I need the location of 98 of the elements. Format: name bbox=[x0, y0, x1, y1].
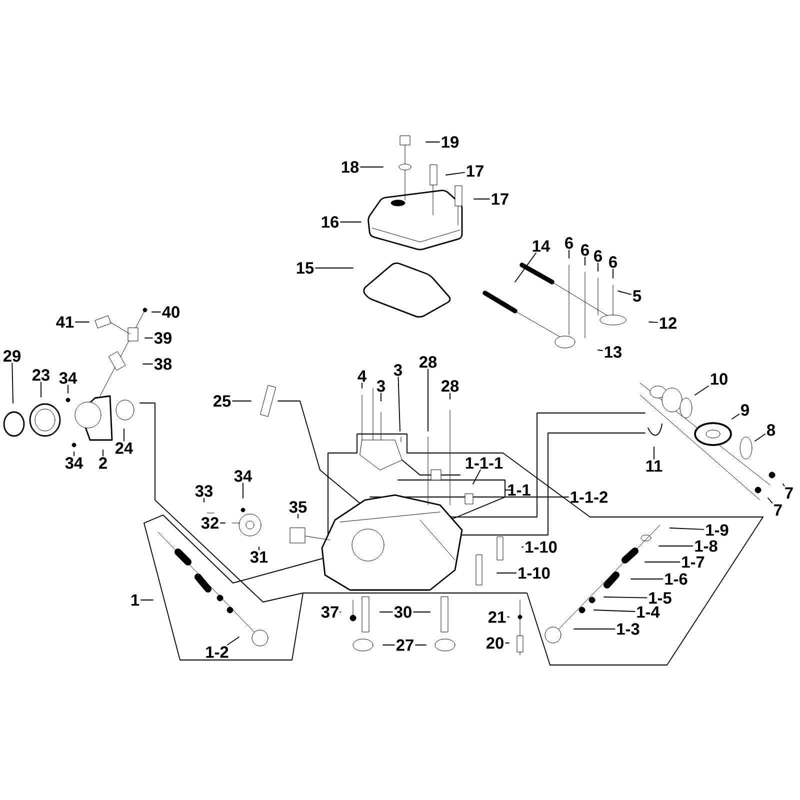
callout-number: 31 bbox=[250, 551, 268, 563]
callout-number: 35 bbox=[289, 501, 307, 513]
leader-line bbox=[648, 322, 658, 323]
leader-line bbox=[415, 644, 426, 646]
leader-line bbox=[612, 268, 614, 278]
callout-number: 3 bbox=[376, 380, 385, 392]
leader-line bbox=[768, 498, 773, 504]
callout-number: 1-7 bbox=[682, 556, 704, 568]
leader-line bbox=[618, 290, 632, 295]
callout-number: 34 bbox=[59, 372, 78, 384]
callout-number: 13 bbox=[604, 346, 622, 358]
leader-line bbox=[398, 376, 400, 432]
leader-line bbox=[102, 450, 104, 456]
callout-number: 25 bbox=[213, 395, 231, 407]
leader-line bbox=[694, 386, 709, 396]
leader-line bbox=[242, 482, 244, 498]
callout-number: 41 bbox=[56, 316, 74, 328]
callout-number: 30 bbox=[394, 606, 412, 618]
callout-number: 23 bbox=[32, 369, 50, 381]
leader-line bbox=[514, 252, 536, 282]
callout-number: 1-10 bbox=[518, 567, 550, 579]
leader-line bbox=[382, 644, 395, 646]
callout-number: 1-2 bbox=[206, 646, 228, 658]
callout-number: 17 bbox=[492, 193, 508, 205]
callout-number: 1-5 bbox=[649, 592, 672, 604]
callout-number: 15 bbox=[296, 262, 314, 274]
callout-number: 6 bbox=[594, 250, 602, 262]
leader-line bbox=[594, 610, 636, 612]
leader-line bbox=[496, 572, 517, 574]
callout-number: 12 bbox=[660, 317, 676, 329]
leader-line bbox=[670, 528, 704, 530]
callout-number: 39 bbox=[154, 332, 172, 344]
callout-number: 6 bbox=[609, 256, 617, 268]
callout-number: 1-1-1 bbox=[466, 457, 503, 469]
leader-line bbox=[754, 434, 766, 442]
callout-number: 1-3 bbox=[617, 623, 640, 635]
leader-line bbox=[782, 484, 785, 486]
callout-number: 16 bbox=[322, 216, 339, 228]
leader-line bbox=[12, 362, 14, 404]
callout-number: 1 bbox=[131, 594, 140, 606]
callout-number: 7 bbox=[774, 504, 782, 516]
leader-line bbox=[584, 256, 586, 266]
callout-number: 20 bbox=[486, 637, 504, 649]
callout-number: 28 bbox=[441, 380, 459, 392]
leader-line bbox=[476, 496, 569, 498]
callout-number: 28 bbox=[419, 356, 437, 368]
leader-line bbox=[258, 546, 260, 550]
callout-number: 33 bbox=[195, 485, 213, 497]
leader-line bbox=[232, 400, 252, 402]
callout-number: 1-8 bbox=[695, 540, 718, 552]
leader-line bbox=[507, 616, 510, 618]
leader-line bbox=[505, 642, 510, 644]
callout-number: 8 bbox=[766, 424, 776, 436]
leader-line bbox=[574, 628, 616, 630]
leader-line bbox=[380, 392, 382, 402]
callout-number: 4 bbox=[358, 370, 366, 382]
leader-line bbox=[568, 250, 570, 258]
callout-number: 27 bbox=[396, 639, 414, 651]
leader-line bbox=[598, 350, 603, 352]
leader-line bbox=[40, 382, 42, 398]
leader-line bbox=[604, 596, 648, 598]
callout-number: 24 bbox=[115, 442, 134, 454]
callout-number: 40 bbox=[162, 306, 180, 318]
callout-number: 29 bbox=[3, 350, 21, 362]
callout-number: 1-9 bbox=[706, 524, 728, 536]
callout-number: 38 bbox=[154, 358, 172, 370]
callout-number: 32 bbox=[201, 517, 218, 529]
callout-number: 1-1-2 bbox=[570, 491, 608, 503]
callout-number: 2 bbox=[99, 457, 107, 469]
leader-line bbox=[630, 578, 664, 580]
leader-line bbox=[732, 414, 740, 420]
callout-number: 1-6 bbox=[665, 573, 688, 585]
leader-line bbox=[220, 522, 226, 524]
callout-number: 18 bbox=[342, 161, 359, 173]
callout-number: 34 bbox=[234, 470, 252, 482]
callout-number: 9 bbox=[741, 404, 749, 416]
leader-line bbox=[522, 546, 524, 548]
callout-number: 6 bbox=[565, 237, 573, 249]
callout-number: 1-1 bbox=[508, 484, 530, 496]
callout-number: 19 bbox=[442, 136, 459, 148]
callout-number: 34 bbox=[65, 457, 84, 469]
leader-line bbox=[227, 636, 240, 646]
callout-number: 7 bbox=[785, 487, 793, 499]
callout-number: 37 bbox=[321, 606, 338, 618]
callout-number: 17 bbox=[466, 165, 484, 177]
leader-line bbox=[474, 198, 490, 200]
callout-number: 6 bbox=[581, 244, 589, 256]
callout-number: 21 bbox=[488, 611, 506, 623]
callout-number: 1-4 bbox=[637, 606, 660, 618]
callout-number: 11 bbox=[646, 460, 662, 472]
leader-line bbox=[360, 166, 384, 168]
leader-line bbox=[472, 470, 481, 484]
callout-number: 1-10 bbox=[526, 541, 557, 553]
callout-number: 5 bbox=[632, 290, 642, 302]
callout-number: 14 bbox=[532, 240, 550, 252]
callout-number: 10 bbox=[710, 373, 728, 385]
callout-number: 3 bbox=[394, 364, 402, 376]
leader-line bbox=[446, 172, 465, 176]
